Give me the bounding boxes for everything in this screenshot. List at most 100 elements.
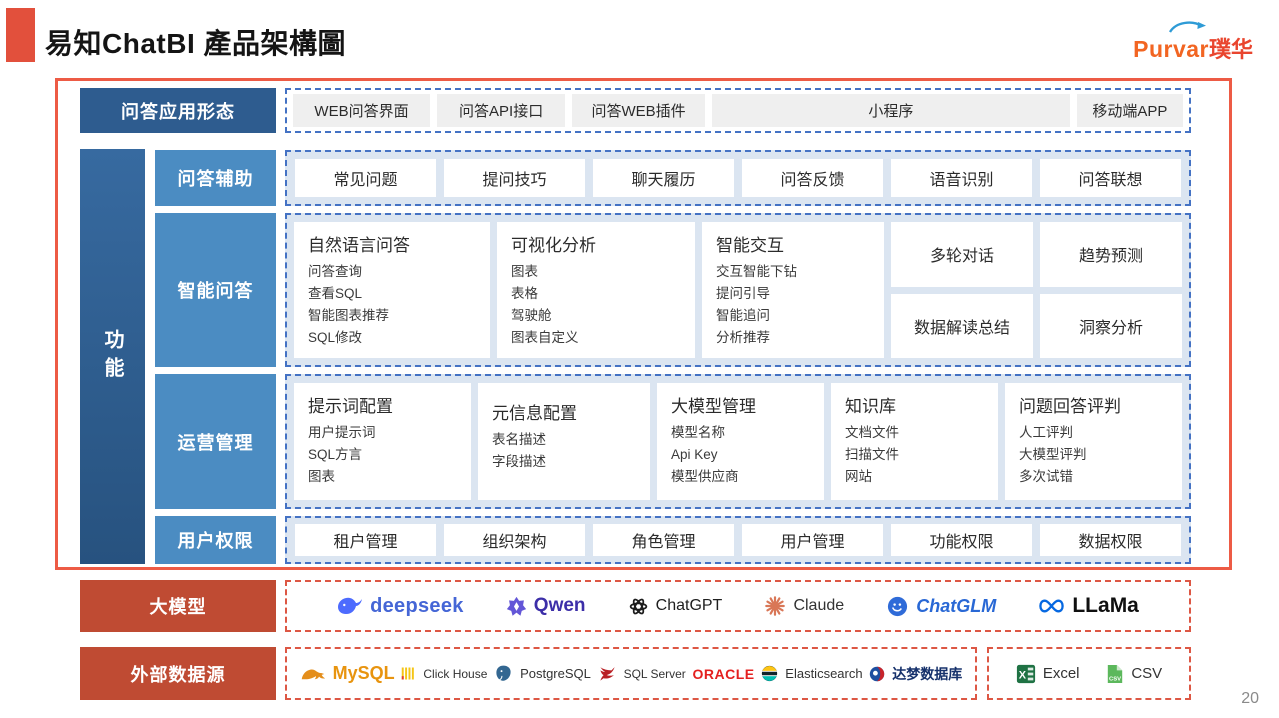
llm-logo-deepseek: deepseek bbox=[337, 595, 464, 618]
group-title: 提示词配置 bbox=[308, 397, 393, 416]
ops-group-meta: 元信息配置 表名描述 字段描述 bbox=[478, 383, 650, 500]
qa-assist-item: 聊天履历 bbox=[593, 159, 734, 197]
mysql-dolphin-icon bbox=[301, 669, 325, 679]
group-item: 文档文件 bbox=[845, 425, 899, 440]
row-header-datasources: 外部数据源 bbox=[80, 647, 276, 700]
group-item: 网站 bbox=[845, 468, 872, 484]
chatglm-icon bbox=[888, 596, 908, 616]
group-title: 问题回答评判 bbox=[1019, 397, 1121, 416]
qa-assist-item: 提问技巧 bbox=[444, 159, 585, 197]
user-perm-item: 功能权限 bbox=[891, 524, 1032, 556]
app-form-item: 问答WEB插件 bbox=[572, 94, 705, 127]
ds-file-label: Excel bbox=[1042, 665, 1080, 682]
ops-group-llm-mgmt: 大模型管理 模型名称 Api Key 模型供应商 bbox=[657, 383, 824, 500]
qwen-icon bbox=[506, 596, 526, 616]
row-header-qa-assist: 问答辅助 bbox=[155, 150, 276, 206]
llm-label: Claude bbox=[793, 597, 845, 614]
llm-logo-llama: LLaMa bbox=[1038, 594, 1139, 618]
app-forms-container: WEB问答界面 问答API接口 问答WEB插件 小程序 移动端APP bbox=[285, 88, 1191, 133]
datasources-container: MySQL Click House PostgreSQL SQL Server … bbox=[285, 647, 977, 700]
page-number: 20 bbox=[1241, 690, 1259, 707]
file-sources-container: X Excel CSV CSV bbox=[987, 647, 1191, 700]
group-item: 表名描述 bbox=[492, 432, 546, 447]
row-header-app-forms: 问答应用形态 bbox=[80, 88, 276, 133]
llm-label: Qwen bbox=[533, 595, 586, 616]
group-item: 图表 bbox=[308, 468, 335, 484]
title-accent-square bbox=[6, 8, 35, 62]
user-perm-item: 租户管理 bbox=[295, 524, 436, 556]
claude-starburst-icon bbox=[765, 596, 786, 616]
function-side-bar: 功能 bbox=[80, 149, 145, 564]
qa-assist-item: 问答联想 bbox=[1040, 159, 1181, 197]
group-title: 知识库 bbox=[845, 397, 896, 416]
ds-label: 达梦数据库 bbox=[892, 665, 963, 682]
ds-logo-clickhouse: Click House bbox=[401, 666, 487, 681]
architecture-frame bbox=[55, 78, 1232, 570]
ds-label: Elasticsearch bbox=[785, 666, 863, 681]
ds-label: PostgreSQL bbox=[520, 666, 591, 681]
llm-logo-chatglm: ChatGLM bbox=[886, 595, 996, 618]
ds-file-label: CSV bbox=[1131, 665, 1163, 682]
qa-assist-item: 问答反馈 bbox=[742, 159, 883, 197]
ds-logo-dameng: 达梦数据库 bbox=[869, 664, 962, 684]
group-item: 大模型评判 bbox=[1019, 446, 1087, 462]
ds-logo-csv: CSV CSV bbox=[1106, 664, 1162, 684]
row-header-llm: 大模型 bbox=[80, 580, 276, 632]
excel-icon: X bbox=[1016, 664, 1035, 683]
user-perm-container: 租户管理 组织架构 角色管理 用户管理 功能权限 数据权限 bbox=[285, 516, 1191, 564]
row-header-smart-qa: 智能问答 bbox=[155, 213, 276, 367]
app-form-item: 小程序 bbox=[711, 94, 1070, 127]
llm-logo-qwen: Qwen bbox=[506, 595, 586, 617]
sqlserver-icon bbox=[599, 667, 615, 681]
ds-label: Click House bbox=[423, 666, 488, 681]
page-title: 易知ChatBI 產品架構圖 bbox=[45, 28, 347, 59]
group-item: 多次试错 bbox=[1019, 468, 1073, 484]
row-header-user-perm: 用户权限 bbox=[155, 516, 276, 564]
group-item: SQL方言 bbox=[308, 446, 363, 462]
group-item: 字段描述 bbox=[492, 453, 546, 469]
group-item: 智能图表推荐 bbox=[308, 307, 389, 323]
group-title: 可视化分析 bbox=[511, 236, 596, 255]
group-item: 扫描文件 bbox=[845, 446, 899, 462]
app-form-item: WEB问答界面 bbox=[293, 94, 431, 127]
llm-logo-claude: Claude bbox=[764, 595, 844, 617]
svg-text:X: X bbox=[1019, 669, 1027, 681]
ds-label: ORACLE bbox=[692, 665, 755, 682]
group-item: 问答查询 bbox=[308, 264, 362, 279]
app-form-item: 移动端APP bbox=[1076, 94, 1183, 127]
brand-name-cn: 璞华 bbox=[1208, 37, 1253, 62]
smart-qa-container: 自然语言问答 问答查询 查看SQL 智能图表推荐 SQL修改 可视化分析 图表 … bbox=[285, 213, 1191, 367]
group-title: 智能交互 bbox=[716, 236, 784, 255]
group-item: 智能追问 bbox=[716, 307, 770, 323]
group-item: 图表 bbox=[511, 264, 538, 279]
smart-qa-cell: 趋势预测 bbox=[1040, 222, 1182, 287]
qa-assist-container: 常见问题 提问技巧 聊天履历 问答反馈 语音识别 问答联想 bbox=[285, 150, 1191, 206]
smart-qa-cell: 多轮对话 bbox=[891, 222, 1033, 287]
group-item: 人工评判 bbox=[1019, 425, 1073, 440]
brand-name-en: Purvar bbox=[1133, 36, 1209, 62]
ds-label: SQL Server bbox=[623, 666, 686, 681]
smart-qa-cell: 数据解读总结 bbox=[891, 293, 1033, 358]
group-item: 表格 bbox=[511, 285, 538, 301]
function-label: 功能 bbox=[101, 328, 123, 385]
llm-label: deepseek bbox=[370, 594, 464, 617]
ds-logo-mysql: MySQL bbox=[300, 663, 395, 684]
ops-container: 提示词配置 用户提示词 SQL方言 图表 元信息配置 表名描述 字段描述 大模型… bbox=[285, 374, 1191, 509]
feature-group-nlq: 自然语言问答 问答查询 查看SQL 智能图表推荐 SQL修改 bbox=[294, 222, 490, 358]
group-item: Api Key bbox=[671, 446, 718, 462]
ds-logo-excel: X Excel bbox=[1016, 664, 1080, 684]
group-item: 交互智能下钻 bbox=[716, 264, 797, 279]
elasticsearch-icon bbox=[762, 665, 778, 682]
llm-label: ChatGPT bbox=[655, 597, 723, 614]
llm-label: ChatGLM bbox=[916, 595, 997, 616]
group-item: 分析推荐 bbox=[716, 329, 770, 345]
group-item: 用户提示词 bbox=[308, 425, 376, 440]
chatgpt-icon bbox=[629, 598, 647, 614]
smart-qa-cell: 洞察分析 bbox=[1040, 293, 1182, 358]
clickhouse-bars-icon bbox=[402, 667, 415, 680]
group-item: 驾驶舱 bbox=[511, 307, 552, 323]
group-title: 元信息配置 bbox=[492, 404, 577, 423]
ops-group-eval: 问题回答评判 人工评判 大模型评判 多次试错 bbox=[1005, 383, 1182, 500]
ds-logo-elasticsearch: Elasticsearch bbox=[761, 665, 863, 682]
